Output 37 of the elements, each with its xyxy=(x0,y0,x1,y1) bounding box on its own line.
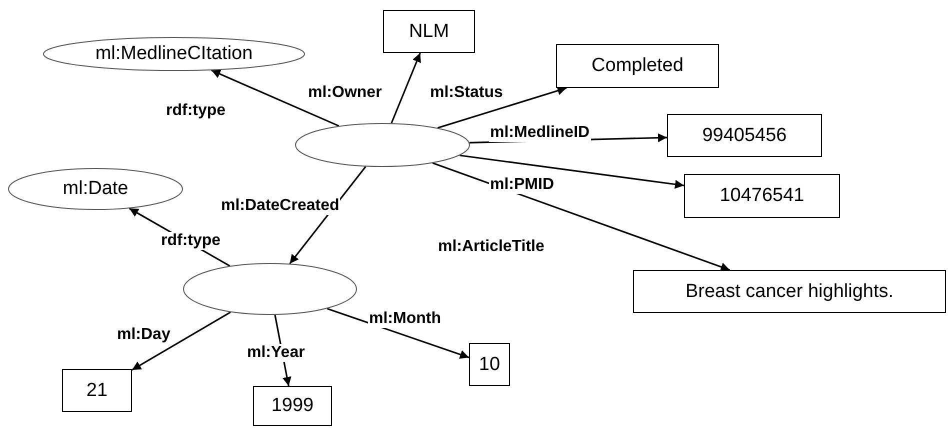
edge-label: rdf:type xyxy=(165,102,227,120)
edge-label: ml:Year xyxy=(246,344,306,362)
ellipse-node xyxy=(8,168,183,210)
edge-label: rdf:type xyxy=(160,232,222,250)
arrow xyxy=(437,86,567,129)
value-box xyxy=(253,386,332,426)
node-label: NLM xyxy=(408,20,450,42)
value-box xyxy=(62,369,132,412)
ellipse-node xyxy=(43,37,305,71)
arrow xyxy=(132,311,231,371)
node-label: 21 xyxy=(86,380,108,402)
node-label: Breast cancer highlights. xyxy=(685,280,894,302)
value-box xyxy=(383,10,475,53)
edge-label: ml:Day xyxy=(116,326,172,344)
value-box xyxy=(684,174,840,218)
node-label: ml:MedlineCItation xyxy=(95,43,253,65)
arrow xyxy=(390,52,421,124)
edge-label: ml:Month xyxy=(368,310,442,328)
node-label: 1999 xyxy=(271,395,314,417)
node-label: 99405456 xyxy=(702,124,787,146)
node-label: Completed xyxy=(592,55,684,77)
value-box xyxy=(556,44,719,88)
node-label: ml:Date xyxy=(62,178,128,200)
value-box xyxy=(633,270,946,313)
ellipse-node xyxy=(295,123,470,167)
value-box xyxy=(667,114,822,157)
node-label: 10476541 xyxy=(720,185,804,207)
arrow xyxy=(460,154,684,189)
arrow xyxy=(211,70,340,127)
node-label: 10 xyxy=(478,354,500,376)
value-box xyxy=(469,343,510,386)
arrow xyxy=(326,308,470,359)
edge-label: ml:MedlineID xyxy=(489,124,591,142)
arrow xyxy=(432,162,730,272)
ellipse-node xyxy=(183,263,357,315)
edge-label: ml:DateCreated xyxy=(220,197,340,215)
edge-label: ml:PMID xyxy=(489,176,555,194)
